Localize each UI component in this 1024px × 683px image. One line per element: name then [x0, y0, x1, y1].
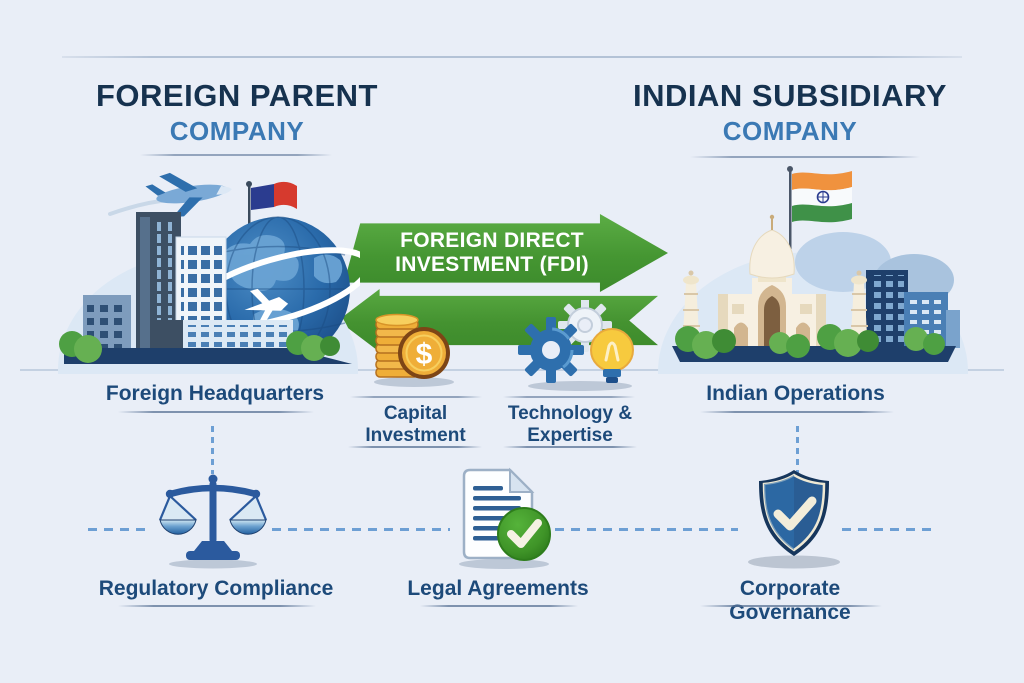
- gears-lightbulb-icon: [518, 300, 634, 391]
- underline-technology: [503, 446, 637, 448]
- regulatory-icon-wrap: [158, 472, 268, 570]
- taj-mahal-indian-flag-icon: [658, 166, 968, 374]
- technology-icon-wrap: [515, 300, 645, 392]
- left-header-title: FOREIGN PARENT: [96, 78, 378, 113]
- floor-divider-line: [20, 369, 1004, 371]
- connector-horizontal-1: [88, 528, 152, 531]
- governance-icon-wrap: [745, 468, 843, 570]
- connector-horizontal-3: [555, 528, 738, 531]
- fdi-arrow-label: FOREIGN DIRECT INVESTMENT (FDI): [395, 228, 589, 276]
- shield-checkmark-icon: [748, 470, 840, 569]
- label-capital-investment: Capital Investment: [365, 403, 466, 447]
- overline-technology: [503, 396, 635, 398]
- indian-city-illustration: [658, 160, 970, 374]
- foreign-city-illustration: [58, 162, 360, 374]
- legal-icon-wrap: [448, 464, 566, 570]
- top-divider-line: [62, 56, 962, 58]
- label-corporate-governance: Corporate Governance: [729, 577, 851, 624]
- left-header: FOREIGN PARENT COMPANY: [77, 78, 397, 147]
- underline-indian-operations: [700, 411, 894, 413]
- underline-governance: [700, 605, 882, 607]
- left-header-underline: [140, 154, 332, 156]
- underline-capital: [348, 446, 482, 448]
- gold-coins-dollar-icon: $: [374, 313, 454, 387]
- label-legal-agreements: Legal Agreements: [407, 577, 589, 600]
- dollar-sign: $: [416, 338, 433, 371]
- connector-right-vertical: [796, 426, 799, 474]
- scales-of-justice-icon: [158, 474, 268, 569]
- city-globe-airplane-flag-icon: [58, 172, 360, 374]
- right-header-title: INDIAN SUBSIDIARY: [633, 78, 947, 113]
- connector-horizontal-2: [272, 528, 450, 531]
- overline-capital: [350, 396, 482, 398]
- right-header-subtitle: COMPANY: [722, 115, 858, 146]
- connector-horizontal-4: [842, 528, 932, 531]
- label-foreign-headquarters: Foreign Headquarters: [105, 382, 325, 405]
- label-regulatory-compliance: Regulatory Compliance: [98, 577, 334, 600]
- underline-legal: [420, 605, 578, 607]
- label-indian-operations: Indian Operations: [706, 382, 885, 405]
- document-checkmark-icon: [459, 467, 551, 569]
- label-technology-expertise: Technology & Expertise: [507, 403, 633, 447]
- underline-regulatory: [118, 605, 316, 607]
- underline-foreign-headquarters: [118, 411, 314, 413]
- fdi-arrow-right: FOREIGN DIRECT INVESTMENT (FDI): [344, 214, 668, 292]
- connector-left-vertical: [211, 426, 214, 474]
- left-header-subtitle: COMPANY: [169, 115, 305, 146]
- right-header: INDIAN SUBSIDIARY COMPANY: [625, 78, 955, 147]
- right-header-underline: [690, 156, 920, 158]
- capital-investment-icon-wrap: $: [368, 306, 460, 388]
